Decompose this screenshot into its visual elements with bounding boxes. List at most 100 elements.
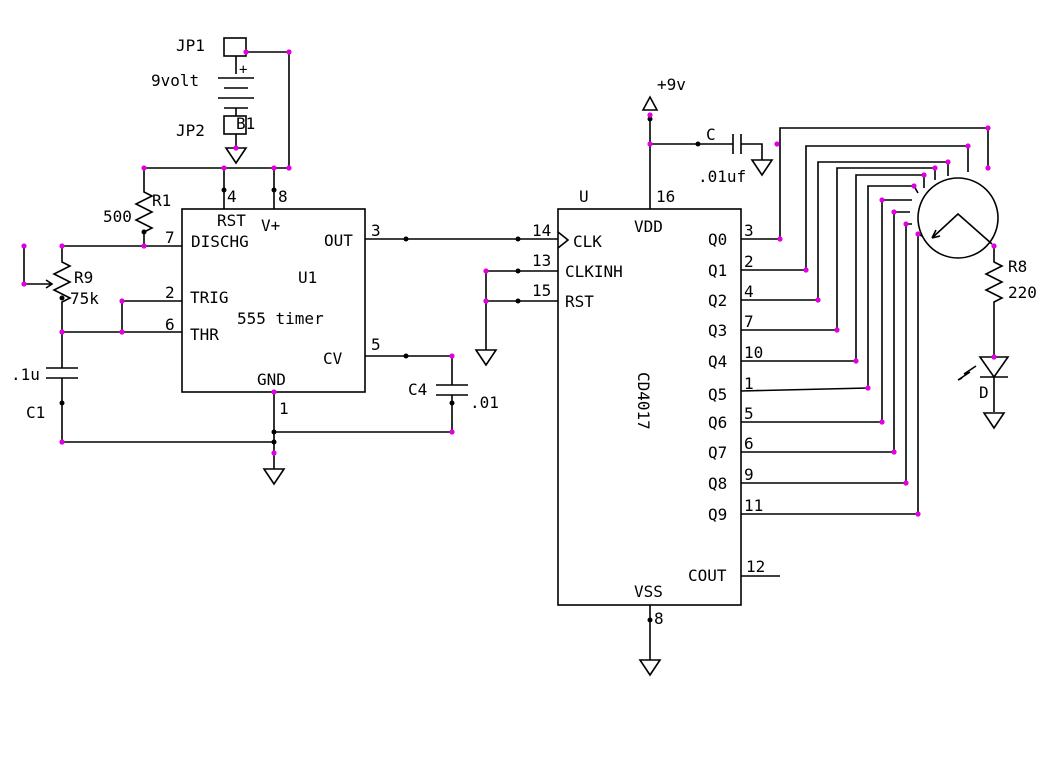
node-marker	[865, 385, 871, 391]
node-marker	[834, 327, 840, 333]
timer-555: RST V+ DISCHG TRIG THR OUT CV GND U1 555…	[62, 168, 558, 453]
timer-pinnum-vplus: 8	[278, 187, 288, 206]
bypass-cap-value: .01uf	[698, 167, 746, 186]
node-marker	[991, 354, 997, 360]
output-q3: Q3 7	[708, 167, 936, 340]
node-marker	[647, 112, 653, 118]
r1-ref: R1	[152, 191, 171, 210]
led-ground-symbol	[982, 412, 1006, 430]
node-marker	[915, 231, 921, 237]
output-q1-label: Q1	[708, 261, 727, 280]
node-marker	[271, 165, 277, 171]
node-marker	[945, 159, 951, 165]
node-marker	[119, 298, 125, 304]
node-marker	[891, 449, 897, 455]
node-marker	[271, 389, 277, 395]
node-marker	[879, 419, 885, 425]
led-light-arrows	[957, 365, 977, 381]
output-q5: Q5 1	[708, 185, 919, 404]
counter-pinnum-cout: 12	[746, 557, 765, 576]
led-output-stage: R8 220 D	[957, 246, 1037, 430]
timer-pinnum-dischg: 7	[165, 228, 175, 247]
counter-pinnum-rst: 15	[532, 281, 551, 300]
jp2-jumper	[223, 115, 247, 135]
c1-ref: C1	[26, 403, 45, 422]
output-q3-pin: 7	[744, 312, 754, 331]
node-markers	[21, 49, 997, 517]
timer-pin-cv: CV	[323, 349, 343, 368]
output-q3-label: Q3	[708, 321, 727, 340]
counter-pin-rst: RST	[565, 292, 594, 311]
node-marker	[21, 281, 27, 287]
output-q0-pin: 3	[744, 221, 754, 240]
node-marker	[932, 165, 938, 171]
output-q6-pin: 5	[744, 404, 754, 423]
r1-value: 500	[103, 207, 132, 226]
output-q6: Q6 5	[708, 199, 912, 432]
output-q5-pin: 1	[744, 374, 754, 393]
output-q8-pin: 9	[744, 465, 754, 484]
node-marker	[915, 511, 921, 517]
node-marker	[965, 143, 971, 149]
node-marker	[921, 172, 927, 178]
node-marker	[59, 329, 65, 335]
counter-pinnum-vss: 8	[654, 609, 664, 628]
node-marker	[449, 353, 455, 359]
output-q8: Q8 9	[708, 223, 912, 493]
timer-pinnum-rst: 4	[227, 187, 237, 206]
output-q7: Q7 6	[708, 211, 910, 462]
timer-ref: U1	[298, 268, 317, 287]
node-marker	[233, 145, 239, 151]
r9-wiper	[23, 246, 54, 289]
node-marker	[221, 165, 227, 171]
r9-value: 75k	[70, 289, 99, 308]
output-q0: Q0 3	[708, 127, 989, 249]
c4-value: .01	[470, 393, 499, 412]
output-q0-label: Q0	[708, 230, 727, 249]
r8-value: 220	[1008, 283, 1037, 302]
output-q2: Q2 4	[708, 161, 949, 310]
output-q6-label: Q6	[708, 413, 727, 432]
node-marker	[59, 439, 65, 445]
ground-bus-wire	[62, 431, 452, 443]
node-marker	[985, 165, 991, 171]
node-marker	[119, 329, 125, 335]
counter-ground-symbol	[638, 659, 662, 677]
timer-pin-rst: RST	[217, 211, 246, 230]
timer-pinnum-out: 3	[371, 221, 381, 240]
node-marker	[985, 125, 991, 131]
counter-pin-clkinh: CLKINH	[565, 262, 623, 281]
jp2-label: JP2	[176, 121, 205, 140]
rotary-switch-wiper	[931, 212, 993, 245]
battery-section: JP1 9volt + JP2 B1	[151, 36, 290, 168]
bypass-cap-ground-symbol	[750, 159, 774, 177]
timing-network: R1 500 R9 75k .1u C1 C4 .01	[11, 167, 499, 486]
node-marker	[879, 197, 885, 203]
node-marker	[815, 297, 821, 303]
timer-pin-thr: THR	[190, 325, 219, 344]
node-marker	[286, 49, 292, 55]
counter-pin-clk: CLK	[573, 232, 602, 251]
counter-pin-cout: COUT	[688, 566, 727, 585]
output-q5-label: Q5	[708, 385, 727, 404]
battery-voltage-label: 9volt	[151, 71, 199, 90]
jp1-jumper	[223, 37, 247, 57]
output-q2-pin: 4	[744, 282, 754, 301]
clkinh-ground-symbol	[474, 349, 498, 367]
counter-ref: U	[579, 187, 589, 206]
node-marker	[271, 450, 277, 456]
r9-ref: R9	[74, 268, 93, 287]
clk-triangle	[557, 231, 570, 249]
node-marker	[903, 480, 909, 486]
output-q7-label: Q7	[708, 443, 727, 462]
output-q8-label: Q8	[708, 474, 727, 493]
supply-label: +9v	[657, 75, 686, 94]
timer-pinnum-trig: 2	[165, 283, 175, 302]
output-q2-label: Q2	[708, 291, 727, 310]
counter-pin-vdd: VDD	[634, 217, 663, 236]
node-marker	[911, 183, 917, 189]
node-marker	[803, 267, 809, 273]
output-q1-pin: 2	[744, 252, 754, 271]
wire-junctions	[59, 116, 701, 623]
timer-pin-trig: TRIG	[190, 288, 229, 307]
